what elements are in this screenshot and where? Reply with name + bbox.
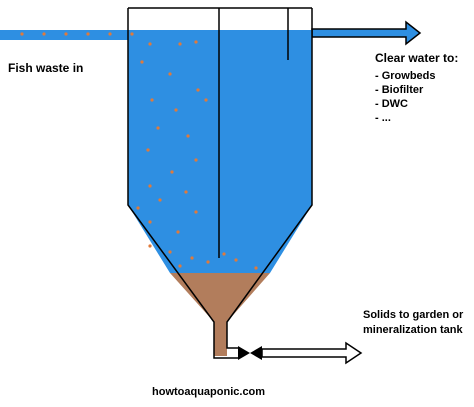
waste-particle (176, 230, 180, 234)
waste-particle (86, 32, 90, 36)
waste-particle (148, 244, 152, 248)
sludge-layer (170, 273, 270, 322)
vessel-outline (127, 8, 238, 359)
waste-particle (64, 32, 68, 36)
waste-particle (136, 206, 140, 210)
waste-particles (20, 32, 258, 270)
waste-particle (178, 264, 182, 268)
drain-pipe (214, 322, 227, 356)
valve-icon-right (250, 346, 262, 360)
waste-particle (150, 98, 154, 102)
waste-particle (204, 98, 208, 102)
outlet-item-label: - Biofilter (375, 84, 424, 96)
waste-particle (168, 250, 172, 254)
waste-particle (178, 42, 182, 46)
waste-particle (168, 72, 172, 76)
waste-particle (194, 40, 198, 44)
outlet-item-label: - Growbeds (375, 70, 436, 82)
waste-particle (222, 252, 226, 256)
inlet-pipe (0, 30, 128, 40)
waste-particle (130, 32, 134, 36)
water-body (128, 30, 312, 273)
outlet-arrow (311, 20, 422, 46)
waste-particle (184, 190, 188, 194)
waste-particle (194, 158, 198, 162)
waste-particle (140, 60, 144, 64)
waste-particle (158, 198, 162, 202)
waste-particle (148, 184, 152, 188)
outlet-title-label: Clear water to: (375, 51, 458, 65)
waste-particle (206, 260, 210, 264)
waste-particle (146, 148, 150, 152)
waste-particle (196, 88, 200, 92)
footer-label: howtoaquaponic.com (152, 386, 265, 398)
waste-particle (174, 108, 178, 112)
waste-particle (108, 32, 112, 36)
waste-particle (42, 32, 46, 36)
waste-particle (234, 258, 238, 262)
waste-particle (254, 266, 258, 270)
waste-particle (170, 170, 174, 174)
waste-particle (148, 42, 152, 46)
solids-arrow (261, 341, 363, 365)
inlet-label: Fish waste in (8, 61, 83, 75)
waste-particle (194, 210, 198, 214)
outlet-item-label: - ... (375, 112, 391, 124)
waste-particle (20, 32, 24, 36)
waste-particle (148, 220, 152, 224)
valve-icon (238, 346, 250, 360)
outlet-item-label: - DWC (375, 98, 408, 110)
waste-particle (186, 134, 190, 138)
waste-particle (190, 256, 194, 260)
vessel-outline-right (226, 8, 313, 349)
solids-label: Solids to garden or (363, 309, 464, 321)
solids-label: mineralization tank (363, 324, 464, 336)
waste-particle (156, 126, 160, 130)
